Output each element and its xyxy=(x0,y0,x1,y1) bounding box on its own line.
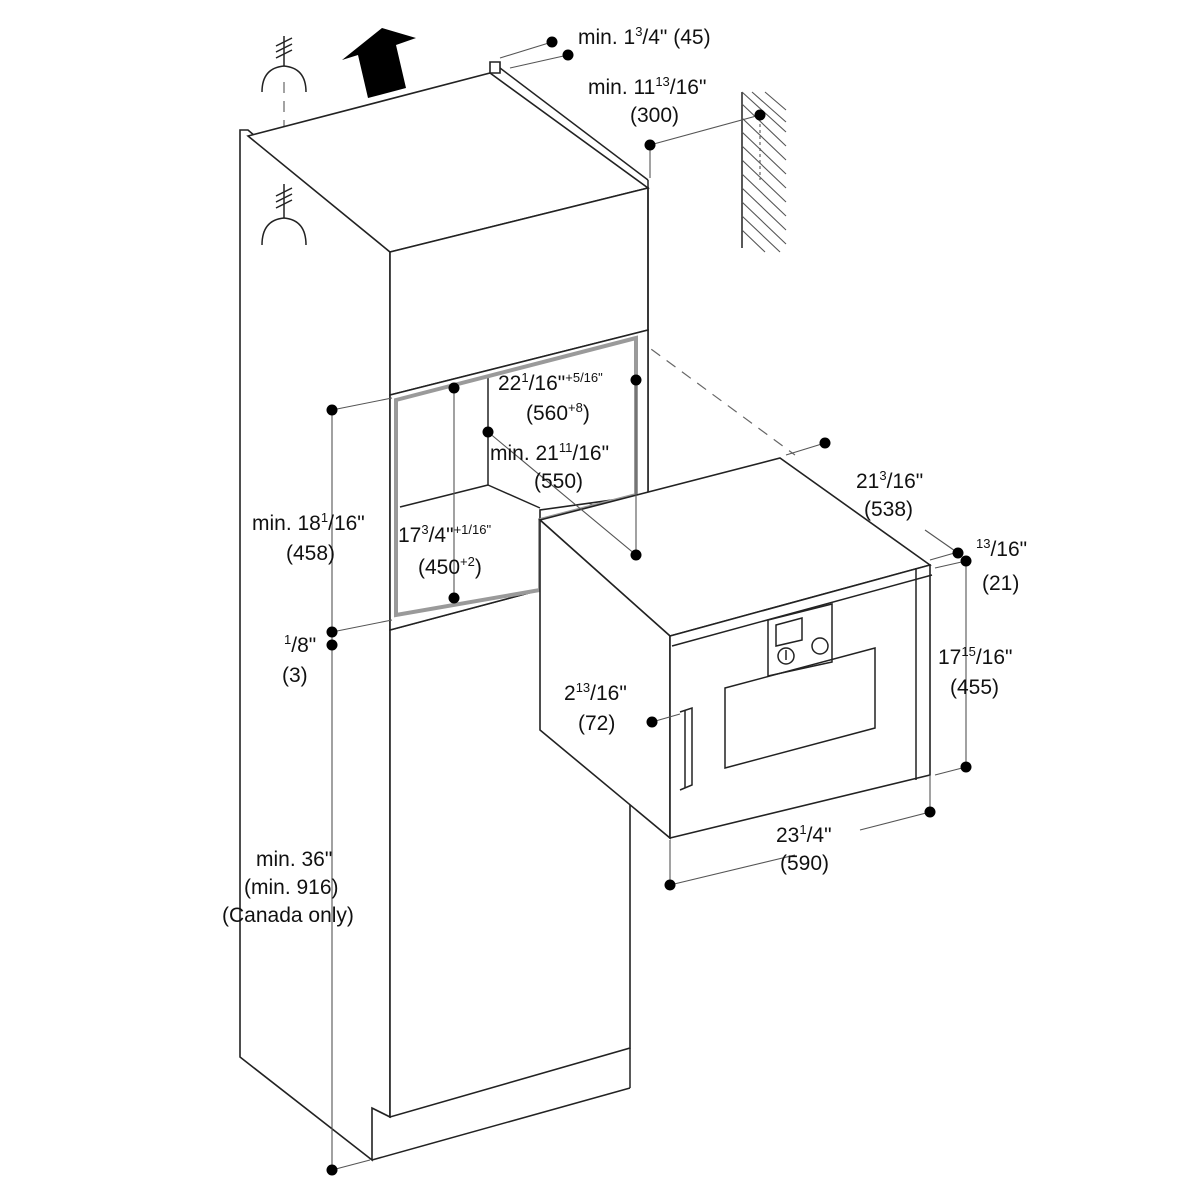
oven-depth-mm: (538) xyxy=(864,498,913,521)
oven xyxy=(538,457,933,840)
power-outlet-symbol-icon xyxy=(261,36,307,93)
handle-depth-mm: (72) xyxy=(578,712,615,735)
oven-depth-label: 213/16" xyxy=(856,468,923,493)
niche-depth-label: min. 2111/16" xyxy=(490,440,609,465)
handle-depth-label: 213/16" xyxy=(564,680,627,705)
niche-depth-mm: (550) xyxy=(534,470,583,493)
upper-height-label: min. 181/16" xyxy=(252,510,365,535)
niche-width-mm: (560+8) xyxy=(526,400,590,425)
oven-height-mm: (455) xyxy=(950,676,999,699)
wall-hatch-icon xyxy=(741,91,787,253)
niche-height-label: 173/4"+1/16" xyxy=(398,522,491,547)
shelf-gap-mm: (3) xyxy=(282,664,308,687)
power-outlet-symbol-icon xyxy=(261,184,307,246)
door-thickness-mm: (21) xyxy=(982,572,1019,595)
niche-width-label: 221/16"+5/16" xyxy=(498,370,603,395)
ventilation-arrow-icon xyxy=(342,28,416,98)
oven-width-mm: (590) xyxy=(780,852,829,875)
floor-height-line3: (Canada only) xyxy=(222,904,354,927)
wall-gap-mm: (300) xyxy=(630,104,679,127)
oven-width-label: 231/4" xyxy=(776,822,832,847)
shelf-gap-label: 1/8" xyxy=(284,632,316,657)
control-knob-icon xyxy=(777,637,829,665)
upper-height-mm: (458) xyxy=(286,542,335,565)
floor-height-line1: min. 36" xyxy=(256,848,332,871)
niche-height-mm: (450+2) xyxy=(418,554,482,579)
wall-gap-label: min. 1113/16" xyxy=(588,74,706,99)
dimension-lines xyxy=(331,41,967,1171)
floor-height-line2: (min. 916) xyxy=(244,876,339,899)
top-gap-label: min. 13/4" (45) xyxy=(578,24,711,49)
door-thickness-label: 13/16" xyxy=(976,536,1027,561)
dimension-dots xyxy=(326,36,972,1176)
oven-height-label: 1715/16" xyxy=(938,644,1012,669)
control-panel xyxy=(767,603,833,677)
